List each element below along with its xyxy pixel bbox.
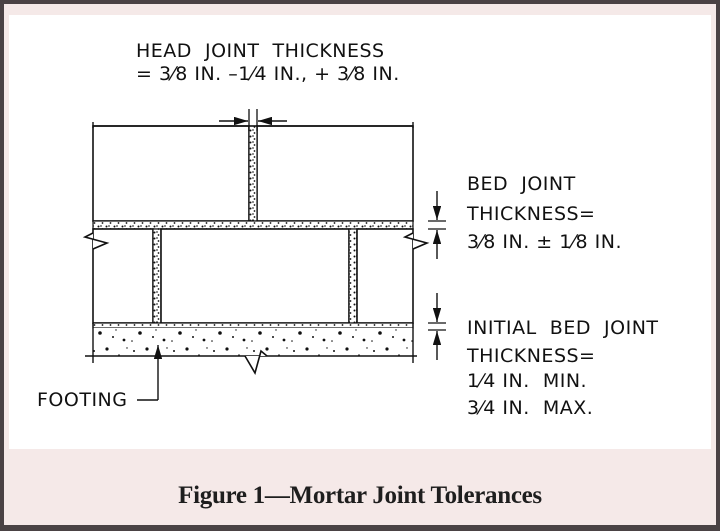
footing-leader — [137, 345, 163, 401]
upper-left-unit — [92, 125, 250, 222]
lower-center-unit — [160, 228, 350, 324]
break-mark-left — [82, 232, 110, 250]
initial-bed-joint-dimension — [428, 293, 446, 360]
break-mark-footing — [244, 349, 268, 376]
initial-bed-joint-label-line4: 3⁄4 IN. MAX. — [467, 397, 594, 419]
footing — [93, 328, 413, 356]
bed-joint — [92, 220, 414, 230]
figure-caption: Figure 1—Mortar Joint Tolerances — [178, 482, 542, 509]
bed-joint-label-line3: 3⁄8 IN. ± 1⁄8 IN. — [467, 231, 622, 253]
lower-head-joint-left — [152, 228, 162, 324]
initial-bed-joint-label-line1: INITIAL BED JOINT — [467, 317, 659, 339]
footing-label: FOOTING — [37, 389, 128, 411]
bed-joint-label-line2: THICKNESS= — [467, 203, 596, 225]
masonry-wall-diagram — [82, 109, 446, 401]
upper-course — [92, 122, 414, 222]
lower-right-unit — [356, 228, 414, 324]
head-joint-label-line1: HEAD JOINT THICKNESS — [136, 40, 385, 62]
lower-head-joint-right — [348, 228, 358, 324]
head-joint-label-line2: = 3⁄8 IN. –1⁄4 IN., + 3⁄8 IN. — [136, 63, 400, 85]
head-joint-dimension — [219, 109, 287, 131]
head-joint — [248, 125, 258, 222]
bed-joint-dimension — [428, 191, 446, 259]
initial-bed-joint — [92, 322, 414, 329]
initial-bed-joint-label-line3: 1⁄4 IN. MIN. — [467, 370, 588, 392]
figure-frame: HEAD JOINT THICKNESS = 3⁄8 IN. –1⁄4 IN.,… — [4, 4, 716, 525]
bed-joint-label-line1: BED JOINT — [467, 173, 576, 195]
lower-course — [92, 228, 414, 324]
drawing-panel: HEAD JOINT THICKNESS = 3⁄8 IN. –1⁄4 IN.,… — [9, 15, 711, 449]
upper-right-unit — [256, 125, 414, 222]
break-mark-right — [402, 232, 430, 250]
initial-bed-joint-label-line2: THICKNESS= — [467, 345, 596, 367]
